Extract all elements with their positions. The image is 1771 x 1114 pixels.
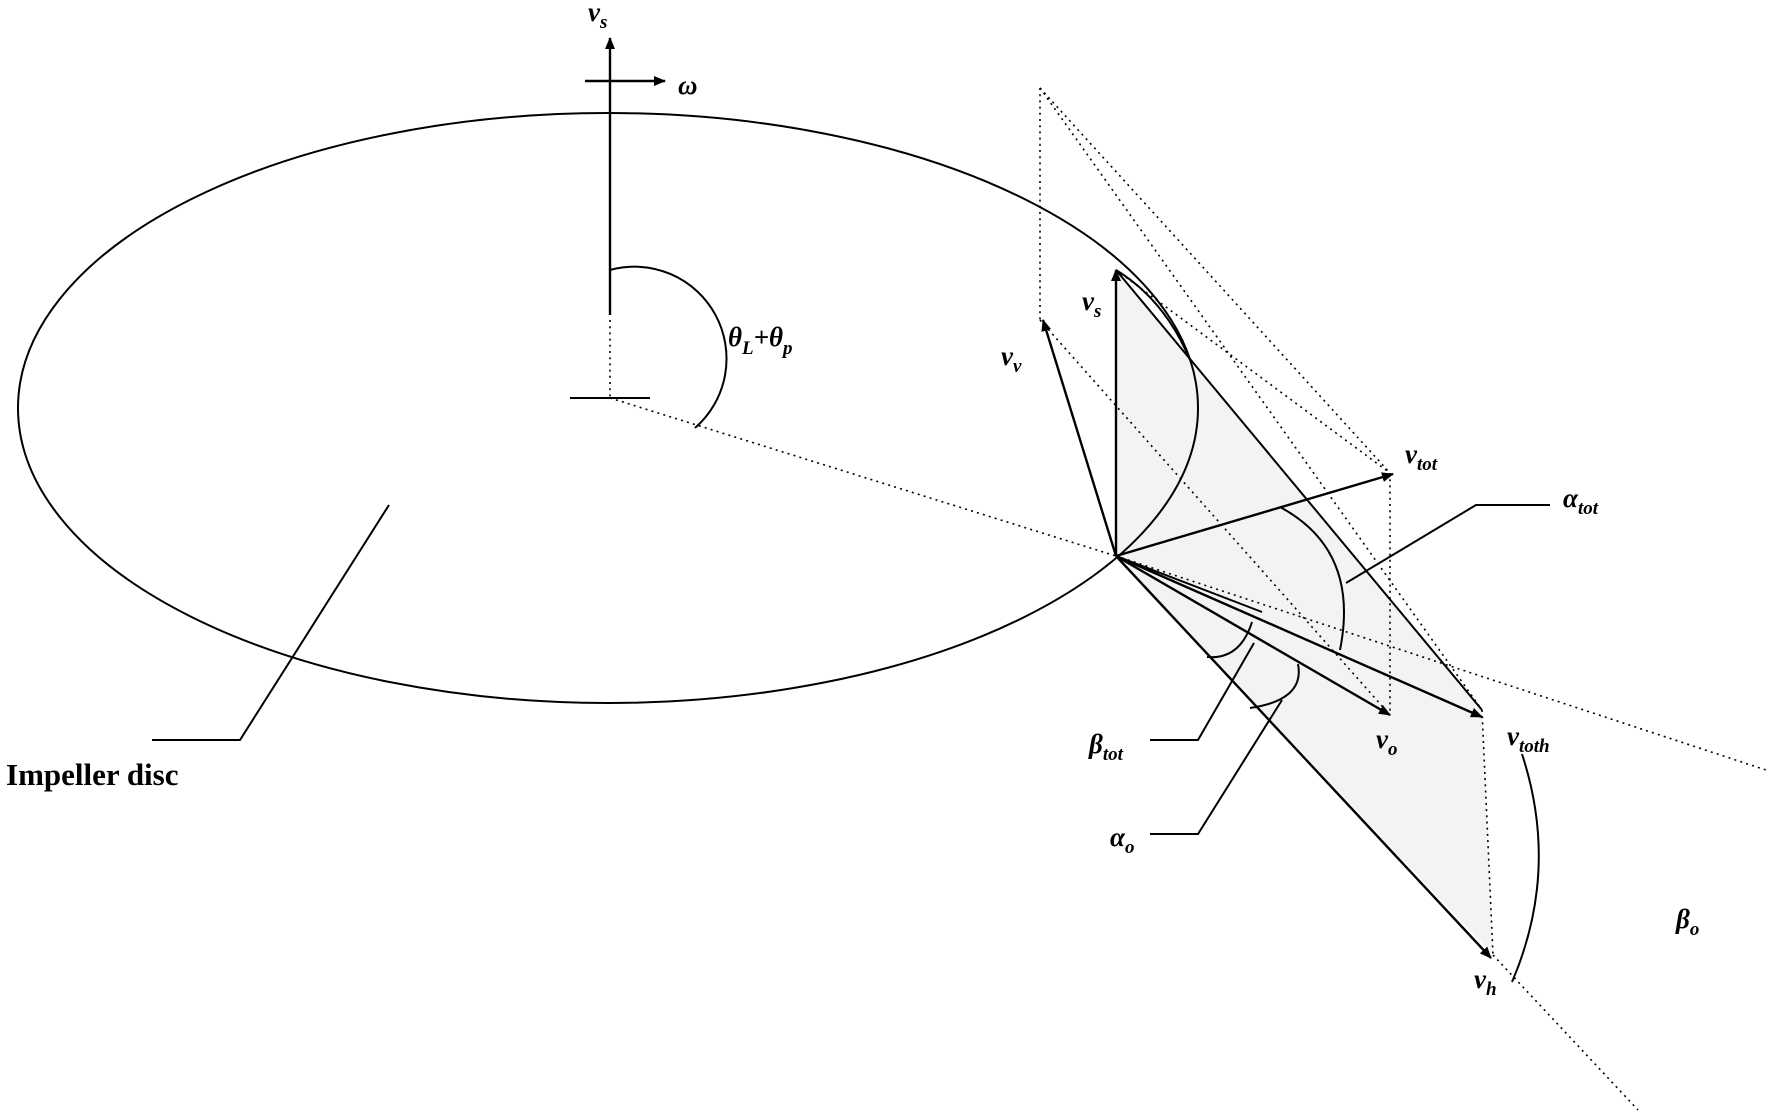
alpha-tot-leader xyxy=(1345,504,1550,584)
impeller-disc-ellipse xyxy=(17,112,1199,704)
vs-to-disc-arc xyxy=(1115,269,1191,361)
theta-angle-arc xyxy=(609,265,728,429)
alpha-o-leader xyxy=(1150,699,1283,835)
beta-tot-leader xyxy=(1150,642,1255,741)
alpha-tot-angle-arc xyxy=(1279,506,1345,651)
vh-label: vh xyxy=(1474,964,1497,1000)
vs-top-label: vs xyxy=(588,0,607,33)
impeller-disc-label: Impeller disc xyxy=(6,757,179,792)
impeller-disc-leader xyxy=(152,504,390,741)
alpha-o-label: αo xyxy=(1110,822,1134,858)
vv-label: vv xyxy=(1001,341,1022,377)
vtoth-vector xyxy=(1115,554,1483,719)
vs-right-label: vs xyxy=(1082,286,1101,322)
vtot-vector xyxy=(1115,472,1394,558)
vector-origin-tick xyxy=(1115,555,1263,613)
vo-label: vo xyxy=(1376,724,1397,760)
extended-radial-dotted-line xyxy=(1115,555,1767,771)
alpha-o-angle-arc xyxy=(1249,663,1300,709)
vh-extension-dotted-line xyxy=(1492,954,1639,1111)
vh-vector xyxy=(1115,555,1492,959)
vs-to-vtoth-edge xyxy=(1115,269,1483,711)
vtot-label: vtot xyxy=(1405,439,1438,475)
vs-to-vtot-dotted-line xyxy=(1115,269,1391,474)
omega-label: ω xyxy=(678,70,698,100)
theta-label: θL+θp xyxy=(728,322,793,359)
vtoth-label: vtoth xyxy=(1507,721,1550,757)
alpha-tot-label: αtot xyxy=(1563,483,1599,519)
center-to-tip-dotted-line xyxy=(609,397,1117,557)
vv-vector xyxy=(1041,319,1118,557)
beta-o-angle-arc xyxy=(1511,753,1540,983)
beta-tot-label: βtot xyxy=(1088,729,1124,765)
beta-o-label: βo xyxy=(1675,904,1699,940)
beta-tot-angle-arc xyxy=(1206,621,1253,659)
vv-to-vo-dotted-line xyxy=(1039,319,1391,716)
vo-vector xyxy=(1115,554,1391,717)
